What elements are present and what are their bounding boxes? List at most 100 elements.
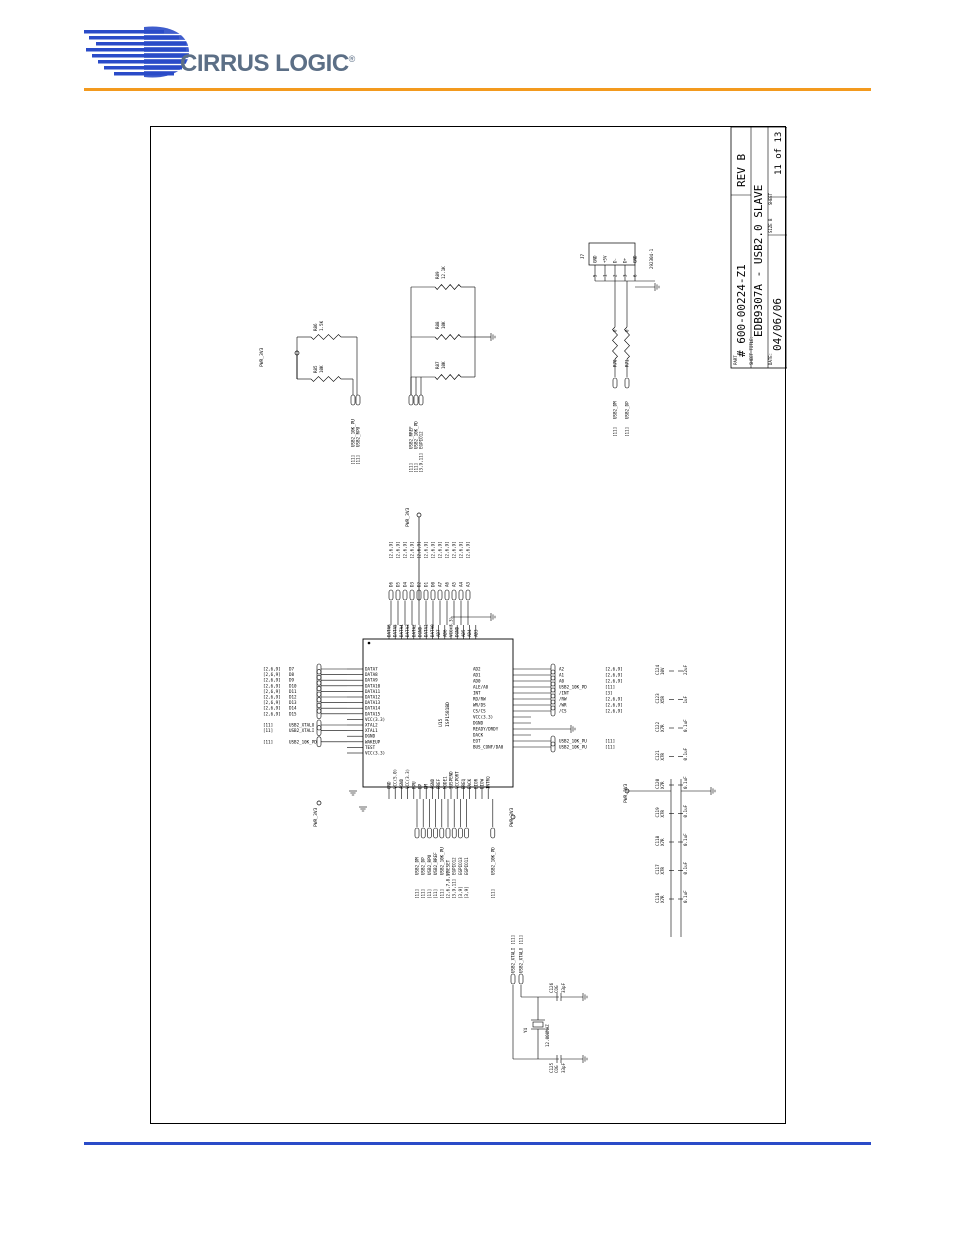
ic-pin-name: DACK <box>473 733 484 738</box>
ic-pin-name: DGND <box>365 734 376 739</box>
net-connector <box>409 589 415 601</box>
ic-part: ISP1581BD <box>445 702 451 727</box>
net-label: A0 <box>559 679 565 684</box>
cap-ref: C122 <box>655 721 660 732</box>
cap-value: 0.1uF <box>683 776 688 789</box>
net-label: D3 <box>410 581 415 587</box>
net-ref: [3,9] <box>458 886 463 899</box>
resistor-value: 12.1K <box>441 266 446 279</box>
ic-pin-name: DATA0 <box>430 624 435 637</box>
cap-ref: C121 <box>655 750 660 761</box>
net-label: A5 <box>452 581 457 587</box>
net-connector <box>316 663 322 675</box>
resistor-R85 <box>310 376 342 382</box>
net-ref: [11] <box>409 463 414 473</box>
sheet-title-label: SHEET TITLE: <box>749 336 754 365</box>
resistor-value: 1.5K <box>319 320 324 331</box>
ic-pin-name: VCCPORT <box>455 771 460 789</box>
footer-rule <box>84 1142 871 1145</box>
net-label: USB2_XTALI <box>289 728 315 733</box>
net-connector <box>420 827 426 839</box>
net-label: D7 <box>289 667 295 672</box>
pwr-label-ic-left: PWR_3V3 <box>313 807 319 827</box>
cap-ref: C117 <box>655 864 660 875</box>
net-ref: [2,6,9] <box>605 697 623 702</box>
resistor-ref: R89 <box>435 271 440 279</box>
cap-type: X7R <box>660 752 665 760</box>
net-connector <box>402 589 408 601</box>
date-label: DATE: <box>768 353 773 365</box>
cap-value: 33pF <box>561 982 566 993</box>
net-ref: [2,6,9] <box>605 667 623 672</box>
net-label: D14 <box>289 706 297 711</box>
net-label: USB2_DM <box>613 401 618 419</box>
resistor-value: 10K <box>319 365 324 373</box>
net-ref: [3,9,11] <box>452 879 457 899</box>
net-label: USB2_RPU <box>427 854 432 875</box>
net-ref: [2,6,9] <box>263 683 281 688</box>
ic-pin-name: SUSPEND <box>449 771 454 789</box>
cap-type: X7R <box>660 809 665 817</box>
ic-pin-name: AD2 <box>473 667 481 672</box>
net-label: D8 <box>289 672 295 677</box>
sheet-title: EDB9307A - USB2.0 SLAVE <box>752 185 765 337</box>
net-connector <box>465 589 471 601</box>
pwr-label-caps: PWR_3V3 <box>623 783 629 803</box>
net-label: A2 <box>559 667 565 672</box>
net-ref: [3,9] <box>464 886 469 899</box>
ic-pin-name: INTRQ <box>486 776 491 789</box>
resistor-R89 <box>434 284 462 290</box>
net-connector <box>316 680 322 692</box>
crystal-freq: 12.000MHZ <box>545 1024 550 1047</box>
net-connector <box>550 699 556 711</box>
cap-type: COG <box>554 1065 559 1073</box>
ic-pin-name: DIOR <box>473 778 478 789</box>
net-label: D13 <box>289 700 297 705</box>
net-connector <box>413 394 419 406</box>
net-connector <box>414 827 420 839</box>
net-ref: [11] <box>433 889 438 899</box>
net-ref: [11] <box>427 889 432 899</box>
net-connector <box>316 708 322 720</box>
net-ref: [2,6,9] <box>605 703 623 708</box>
resistor-ref: R85 <box>313 365 318 373</box>
ic-pin-name: RD/RW <box>473 697 486 702</box>
ground-icon <box>570 725 576 733</box>
net-label: EGPIO11 <box>464 857 469 875</box>
cap-value: 0.1uF <box>683 861 688 874</box>
net-label: USB2_XTALO <box>289 723 315 728</box>
cap-type: X7R <box>660 781 665 789</box>
net-ref: [2,6,9] <box>452 541 457 559</box>
net-connector <box>316 669 322 680</box>
ic-u15: U15 ISP1581BD DATA7D7[2,6,9]DATA8D8[2,6,… <box>263 541 623 899</box>
resistor-R70 <box>612 326 618 360</box>
ic-pin-name: AD0 <box>473 679 481 684</box>
ic-pin-name: DM <box>424 783 429 789</box>
ic-pin-name: DATA9 <box>365 678 378 683</box>
ic-pin-name: AGND <box>399 778 404 789</box>
ic-pin-name: AD4 <box>467 629 472 637</box>
ic-pin-name: AD5 <box>461 629 466 637</box>
net-connector <box>433 827 438 839</box>
resistor-ref: R71 <box>625 359 630 367</box>
net-ref: [11] <box>605 745 615 750</box>
net-connector <box>316 725 322 736</box>
net-label: D15 <box>289 711 297 716</box>
resistor-value: 0 <box>613 329 618 332</box>
net-connector <box>451 827 457 839</box>
part-number: # 600-00224-Z1 <box>735 264 748 357</box>
crystal-ref: Y4 <box>523 1027 528 1033</box>
ground-icon <box>654 283 660 291</box>
resistor-ref: R88 <box>435 321 440 329</box>
net-ref: [2,6,9] <box>396 541 401 559</box>
ic-pin-name: AD7 <box>436 629 441 637</box>
resistor-value: 10K <box>441 321 446 329</box>
ic-pin-name: DATA10 <box>365 683 381 688</box>
net-ref: [3] <box>605 691 613 696</box>
ic-pin-name: DP <box>418 783 423 789</box>
cap-type: X7R <box>660 838 665 846</box>
ground-icon <box>359 806 367 812</box>
net-label: EGPIO12 <box>419 431 424 449</box>
